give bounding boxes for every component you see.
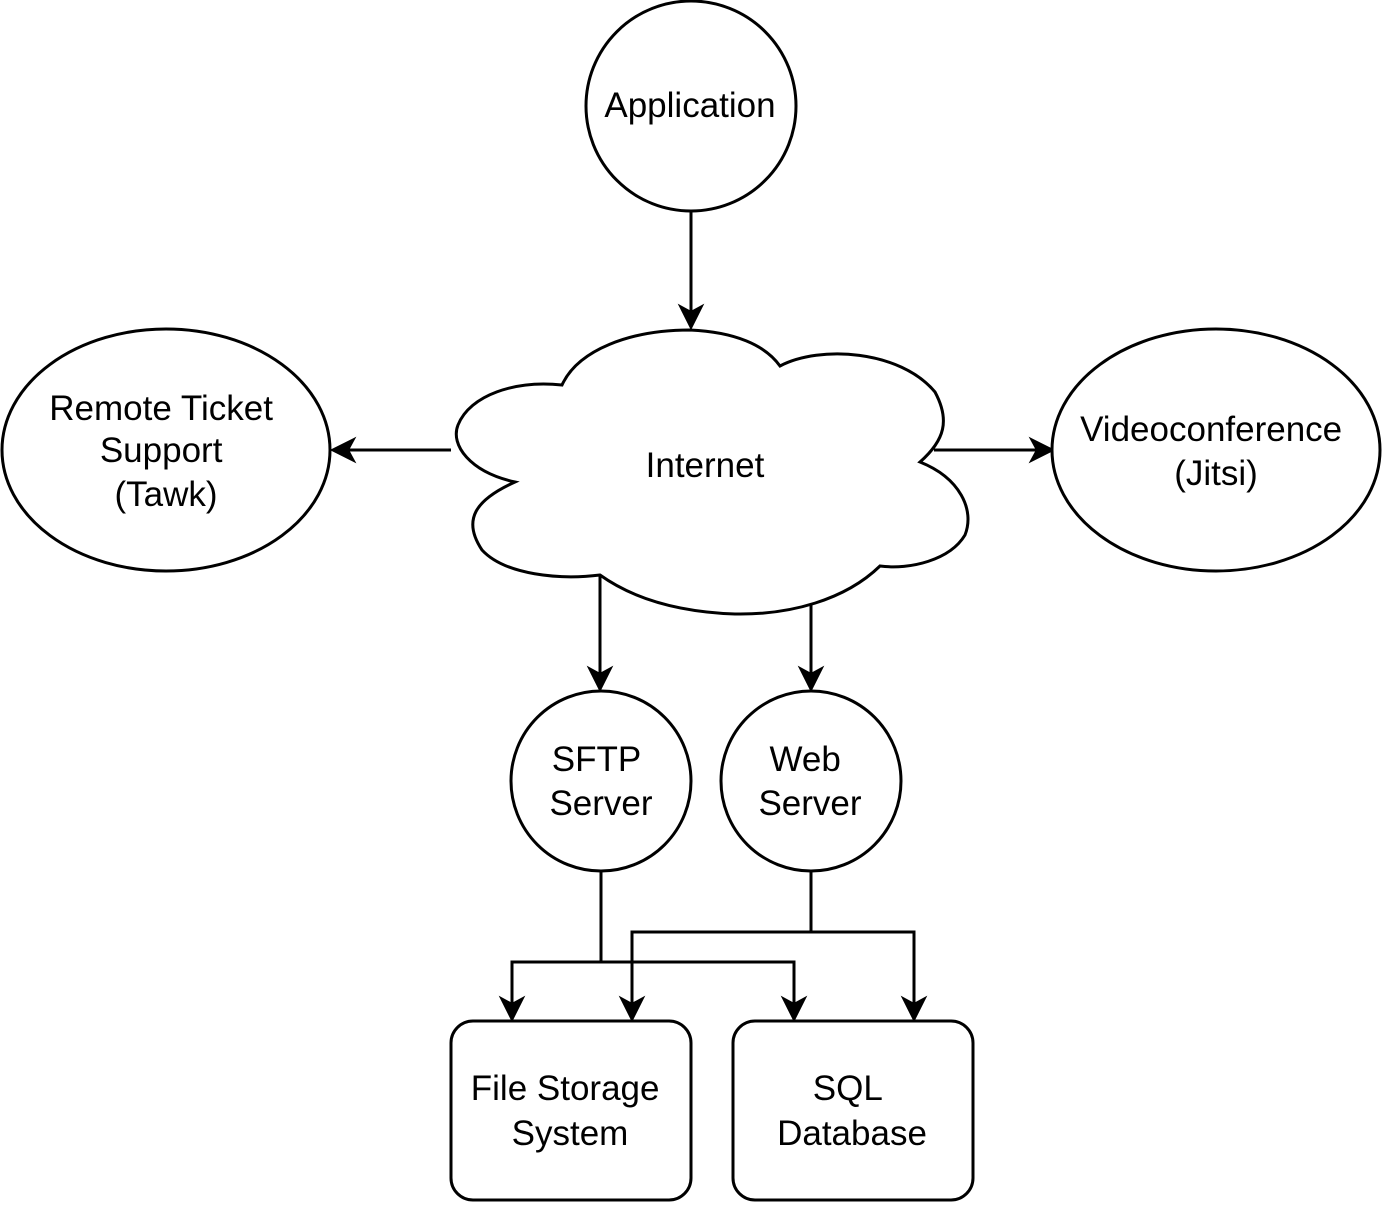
web-label: Web Server — [758, 740, 861, 823]
arrowhead-web — [797, 665, 825, 693]
edge-sftp-sql — [601, 960, 796, 1004]
sftp-label-line-2: Server — [549, 784, 652, 823]
sftp-label-line-1: SFTP — [552, 740, 641, 779]
arrowhead-sftp — [586, 665, 614, 693]
arrowhead-sftp-sql — [780, 995, 808, 1023]
sql-label: SQL Database — [777, 1069, 927, 1153]
arrowhead-web-sql — [900, 995, 928, 1023]
file-storage-label-line-2: System — [512, 1114, 629, 1153]
edges — [329, 211, 1056, 1023]
remote-ticket-label-line-1: Remote Ticket — [49, 389, 273, 428]
sql-rect — [731, 1019, 975, 1202]
arrowhead-videoconference — [1028, 436, 1056, 464]
web-label-line-1: Web — [769, 740, 840, 779]
remote-ticket-label: Remote Ticket Support (Tawk) — [49, 389, 282, 514]
videoconference-label: Videoconference (Jitsi) — [1080, 410, 1352, 493]
file-storage-label: File Storage System — [471, 1069, 669, 1153]
sftp-circle — [509, 689, 693, 873]
node-file-storage: File Storage System — [449, 1019, 693, 1202]
edge-web-file-storage — [630, 930, 811, 1004]
videoconference-label-line-1: Videoconference — [1080, 410, 1342, 449]
node-web-server: Web Server — [719, 689, 903, 873]
sftp-label: SFTP Server — [549, 740, 652, 823]
file-storage-label-line-1: File Storage — [471, 1069, 660, 1108]
remote-ticket-label-line-2: Support — [100, 431, 223, 470]
application-circle — [584, 0, 798, 213]
file-storage-rect — [449, 1019, 693, 1202]
node-remote-ticket-support: Remote Ticket Support (Tawk) — [0, 327, 332, 573]
videoconference-label-line-2: (Jitsi) — [1174, 454, 1258, 493]
remote-ticket-ellipse — [0, 327, 332, 573]
arrowhead-internet-top — [677, 303, 705, 331]
web-label-line-2: Server — [758, 784, 861, 823]
internet-label: Internet — [646, 446, 765, 485]
node-videoconference: Videoconference (Jitsi) — [1050, 327, 1382, 573]
node-sftp-server: SFTP Server — [509, 689, 693, 873]
edge-sftp-file-storage — [510, 960, 601, 1004]
node-sql-database: SQL Database — [731, 1019, 975, 1202]
web-circle — [719, 689, 903, 873]
internet-label-line: Internet — [646, 446, 765, 485]
arrowhead-remote-ticket — [329, 436, 357, 464]
internet-cloud-shape — [454, 328, 970, 616]
node-internet: Internet — [454, 328, 970, 616]
node-application: Application — [584, 0, 798, 213]
videoconference-ellipse — [1050, 327, 1382, 573]
application-label: Application — [604, 86, 775, 125]
sql-label-line-1: SQL — [813, 1069, 883, 1108]
remote-ticket-label-line-3: (Tawk) — [114, 475, 217, 514]
arrowhead-web-file-storage — [618, 995, 646, 1023]
application-label-line: Application — [604, 86, 775, 125]
sql-label-line-2: Database — [777, 1114, 927, 1153]
arrowhead-sftp-file-storage — [498, 995, 526, 1023]
edge-web-sql — [811, 930, 916, 1004]
